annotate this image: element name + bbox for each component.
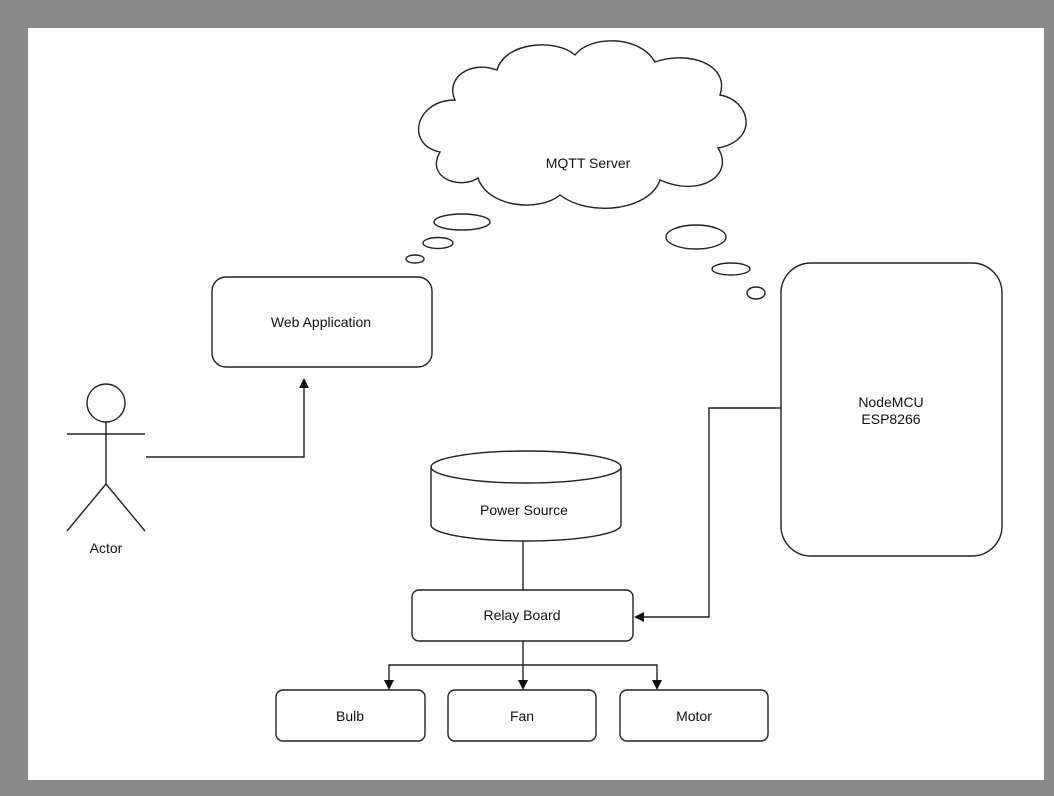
thought-bubbles-right <box>665 224 766 300</box>
power-source-label: Power Source <box>480 502 568 518</box>
connector-nodemcu-to-relay <box>634 407 781 622</box>
motor-label: Motor <box>676 708 712 724</box>
nodemcu-box: NodeMCU ESP8266 <box>780 262 1003 557</box>
bulb-box: Bulb <box>275 689 426 742</box>
nodemcu-label-line2: ESP8266 <box>861 411 920 427</box>
actor-figure: Actor <box>66 383 146 556</box>
power-source-cylinder: Power Source <box>430 450 622 542</box>
relay-board-label: Relay Board <box>483 607 560 623</box>
bulb-label: Bulb <box>336 708 364 724</box>
connector-actor-to-webapp <box>146 378 309 458</box>
fan-box: Fan <box>447 689 597 742</box>
web-application-label: Web Application <box>271 314 371 330</box>
fan-label: Fan <box>510 708 534 724</box>
connector-relay-to-loads <box>384 641 662 690</box>
relay-board-box: Relay Board <box>411 589 634 642</box>
motor-box: Motor <box>619 689 769 742</box>
nodemcu-label-line1: NodeMCU <box>858 394 923 410</box>
web-application-box: Web Application <box>211 276 433 368</box>
mqtt-server-cloud: MQTT Server <box>417 40 747 209</box>
mqtt-server-label: MQTT Server <box>546 155 631 171</box>
thought-bubbles-left <box>405 213 491 264</box>
actor-label: Actor <box>90 540 123 556</box>
